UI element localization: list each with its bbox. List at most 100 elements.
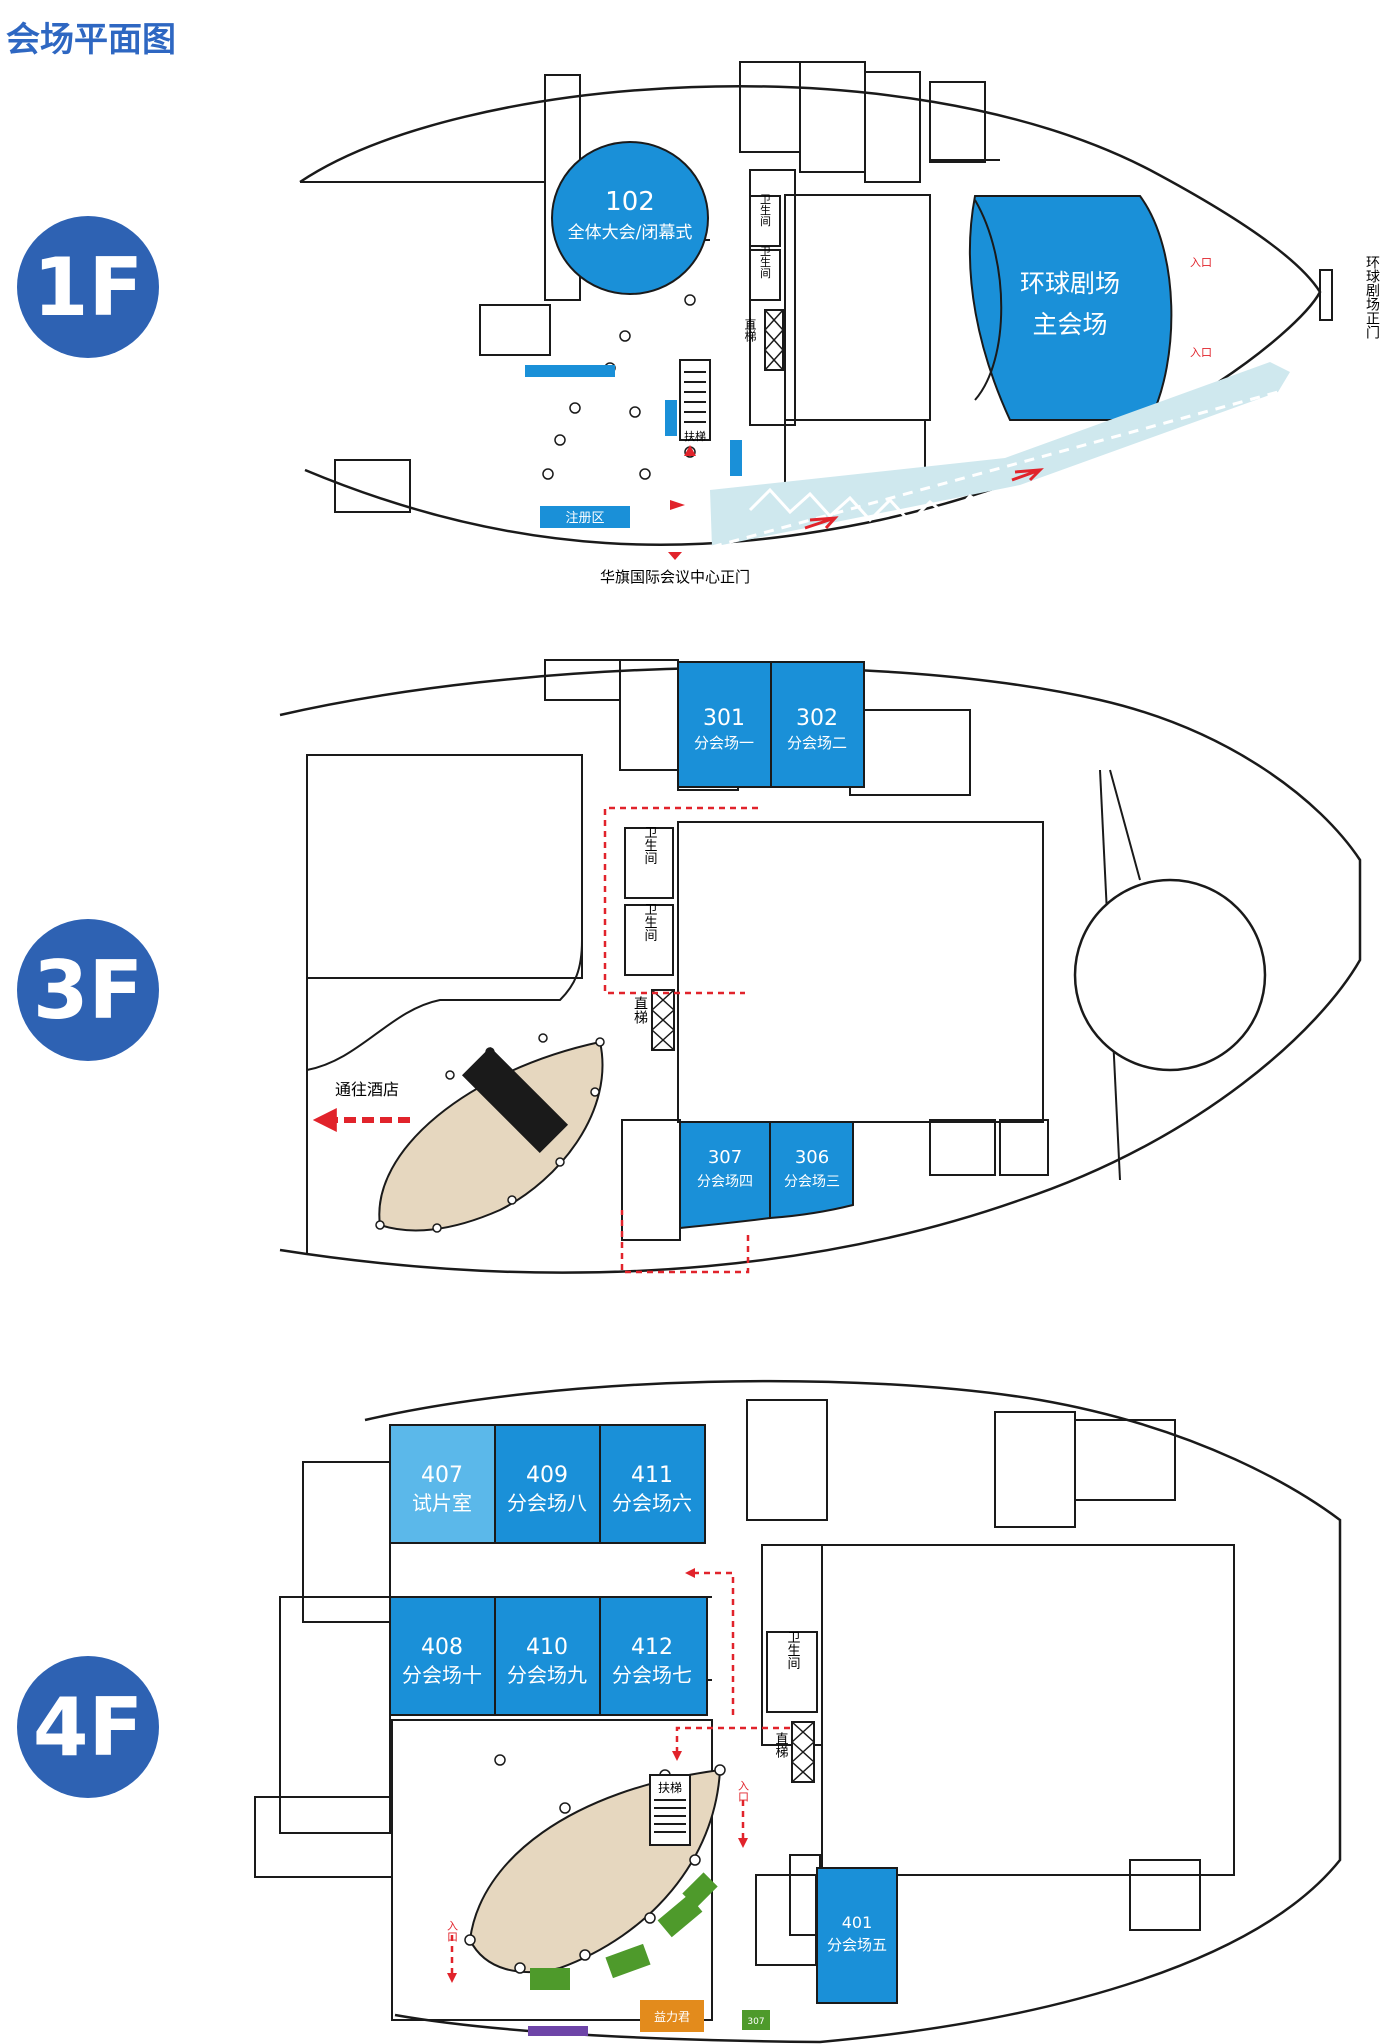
room-408[interactable] — [389, 1596, 496, 1716]
room-412-name: 分会场七 — [612, 1663, 692, 1687]
floor-badge-4f[interactable] — [17, 1656, 159, 1798]
toilet-3f-a-box — [624, 827, 674, 899]
walls-1f — [300, 61, 1333, 513]
main-gate-arrow — [668, 552, 682, 560]
toilet-1f-a: 卫生间 — [759, 194, 772, 228]
room-302-number: 302 — [796, 706, 838, 731]
corridor-ribbon-1f — [710, 362, 1290, 547]
escalator-4f[interactable] — [649, 1774, 691, 1846]
room-401-name: 分会场五 — [827, 1936, 887, 1954]
theater-gate: 环球剧场正门 — [1364, 255, 1380, 340]
room-407-name: 试片室 — [412, 1491, 472, 1515]
corridor-dashes-1f — [711, 390, 1279, 549]
floor-badge-label-1f: 1F — [33, 241, 143, 334]
building-outline-4f — [364, 1379, 1342, 2044]
booth-small-4f-label: 307 — [747, 2017, 764, 2027]
room-411[interactable] — [599, 1424, 706, 1544]
toilet-3f-b-box — [624, 904, 674, 976]
escalator-4f-label: 扶梯 — [658, 1780, 682, 1795]
room-407-number: 407 — [421, 1463, 463, 1488]
route-4f-lower — [672, 1726, 790, 1761]
booth-purple-4f[interactable] — [528, 2026, 588, 2036]
room-302-name: 分会场二 — [787, 734, 847, 752]
route-3f-bottom — [620, 1210, 750, 1274]
room-401-number: 401 — [842, 1913, 873, 1932]
main-gate-label: 华旗国际会议中心正门 — [600, 568, 750, 586]
room-306-name: 分会场三 — [784, 1174, 840, 1190]
toilet-3f-b: 卫生间 — [642, 903, 658, 942]
green-booth[interactable] — [682, 1872, 718, 1908]
floor-badge-label-4f: 4F — [33, 1681, 143, 1774]
route-4f-upper — [685, 1568, 735, 1715]
room-410-name: 分会场九 — [507, 1663, 587, 1687]
room-301[interactable] — [677, 661, 772, 788]
floor-1f: 1F 102 全体大会/闭幕式 环球剧场 — [17, 61, 1380, 586]
room-411-name: 分会场六 — [612, 1491, 692, 1515]
room-307-number: 307 — [708, 1147, 742, 1168]
circular-court-3f — [1073, 878, 1267, 1072]
entry-1f-1: 入口 — [1190, 256, 1212, 269]
room-409-name: 分会场八 — [507, 1491, 587, 1515]
theater-name-line2: 主会场 — [1032, 310, 1107, 339]
room-307-name: 分会场四 — [697, 1174, 753, 1190]
toilet-3f-a: 卫生间 — [642, 826, 658, 865]
floor-3f: 3F 卫生间 卫生间 直梯 301 分会场一 302 — [17, 659, 1362, 1274]
room-102-number: 102 — [605, 187, 655, 217]
booth-small-4f[interactable] — [742, 2010, 770, 2030]
room-302[interactable] — [770, 661, 865, 788]
room-102[interactable] — [551, 141, 709, 295]
walls-3f — [306, 659, 1141, 1255]
room-306-number: 306 — [795, 1147, 829, 1168]
booth-orange-4f[interactable] — [640, 2000, 704, 2032]
room-410-number: 410 — [526, 1635, 568, 1660]
escalator-1f[interactable] — [679, 359, 711, 441]
registration-zone[interactable] — [540, 506, 630, 528]
route-3f-top — [603, 806, 758, 995]
to-hotel-label: 通往酒店 — [335, 1080, 399, 1099]
theater-name-line1: 环球剧场 — [1020, 269, 1120, 298]
room-408-name: 分会场十 — [402, 1663, 482, 1687]
room-407[interactable] — [389, 1424, 496, 1544]
theater-stage-arc — [974, 199, 1003, 401]
elevator-4f-label: 直梯 — [773, 1732, 789, 1758]
elevator-1f-label: 直梯 — [743, 318, 757, 342]
lobby-atrium-3f[interactable] — [378, 1040, 604, 1232]
theater-main-hall[interactable] — [968, 195, 1173, 421]
room-306[interactable] — [769, 1121, 854, 1220]
floor-badge-3f[interactable] — [17, 919, 159, 1061]
room-411-number: 411 — [631, 1463, 673, 1488]
escalator-3f[interactable] — [461, 1046, 569, 1154]
room-409[interactable] — [494, 1424, 601, 1544]
floor-4f: 4F 407 试片室 409 分会场八 411 分会场六 408 — [17, 1379, 1342, 2044]
page-title: 会场平面图 — [6, 20, 176, 60]
theater-gate-label: 环球剧场正门 — [1364, 255, 1380, 340]
entry-4f-left: 入口 — [446, 1920, 459, 1942]
green-booth[interactable] — [657, 1894, 703, 1938]
escalator-1f-label: 扶梯 — [684, 429, 706, 443]
entry-4f-right: 入口 — [737, 1780, 750, 1802]
entry-1f-2: 入口 — [1190, 346, 1212, 359]
room-301-number: 301 — [703, 706, 745, 731]
green-booth[interactable] — [605, 1943, 651, 1979]
booth-orange-4f-label: 益力君 — [654, 2010, 690, 2024]
room-401[interactable] — [816, 1867, 898, 2004]
columns-1f — [542, 294, 696, 480]
green-booths-4f — [530, 1872, 718, 1990]
room-408-number: 408 — [421, 1635, 463, 1660]
toilets-1f: 卫生间 卫生间 — [749, 194, 781, 301]
toilet-4f: 卫生间 — [785, 1631, 801, 1670]
room-102-name: 全体大会/闭幕式 — [568, 223, 693, 243]
elevator-3f-label: 直梯 — [632, 995, 648, 1025]
toilet-4f-box — [766, 1631, 818, 1713]
floor-badge-1f[interactable] — [17, 216, 159, 358]
room-412-number: 412 — [631, 1635, 673, 1660]
floor-badge-label-3f: 3F — [33, 944, 143, 1037]
green-booth[interactable] — [530, 1968, 570, 1990]
toilet-1f-b: 卫生间 — [759, 246, 772, 280]
room-301-name: 分会场一 — [694, 734, 754, 752]
registration-zone-label: 注册区 — [565, 511, 604, 526]
room-409-number: 409 — [526, 1463, 568, 1488]
corridor-zigzag-1f — [748, 487, 991, 525]
room-412[interactable] — [599, 1596, 708, 1716]
